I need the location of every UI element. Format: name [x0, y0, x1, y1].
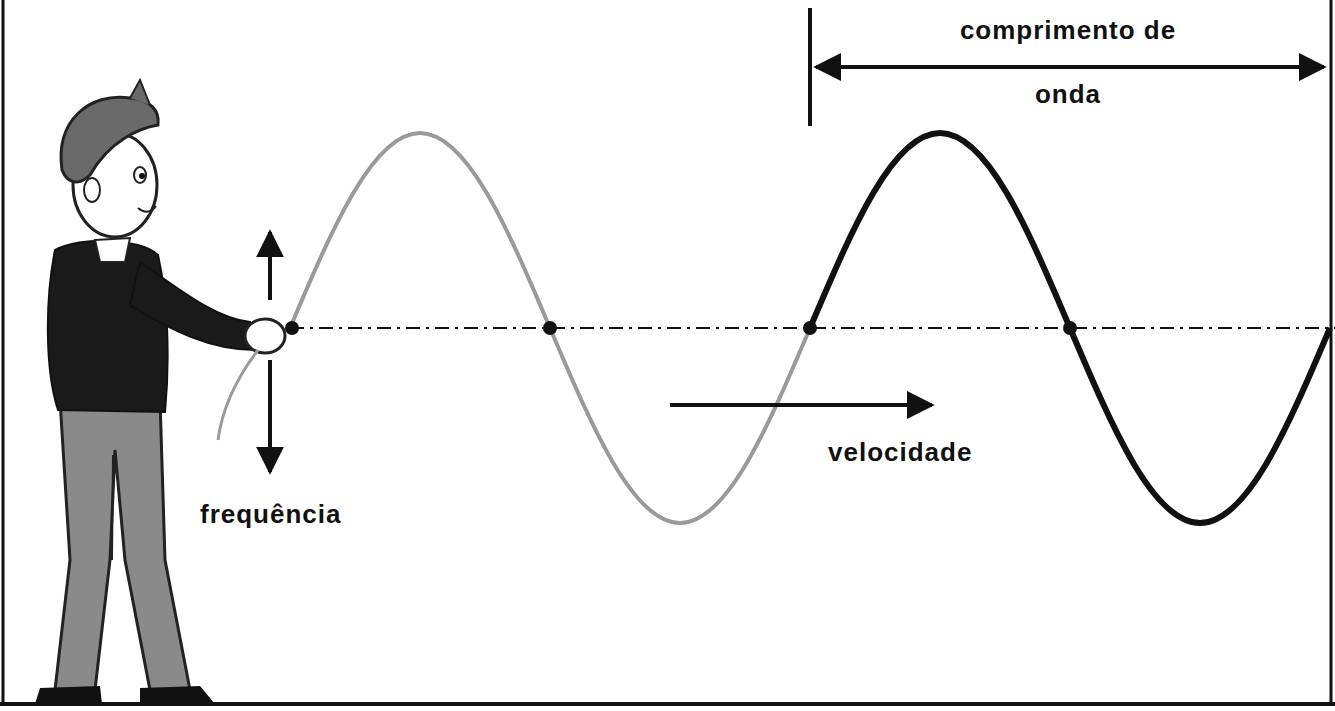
frame-line	[1330, 0, 1333, 704]
frame-line	[2, 0, 5, 704]
wavelength-arrow	[816, 65, 1324, 69]
wavelength-tick	[808, 8, 812, 126]
velocity-label: velocidade	[828, 437, 972, 467]
wavelength-label: comprimento de onda	[938, 0, 1198, 126]
wave-grey	[290, 133, 810, 523]
frequency-arrow	[268, 360, 272, 472]
boy-figure	[35, 80, 285, 704]
frequency-arrow	[268, 232, 272, 300]
velocity-arrow	[670, 403, 932, 407]
frequency-label: frequência	[200, 499, 342, 529]
wave-black	[810, 133, 1330, 523]
node-dots	[285, 321, 1077, 335]
